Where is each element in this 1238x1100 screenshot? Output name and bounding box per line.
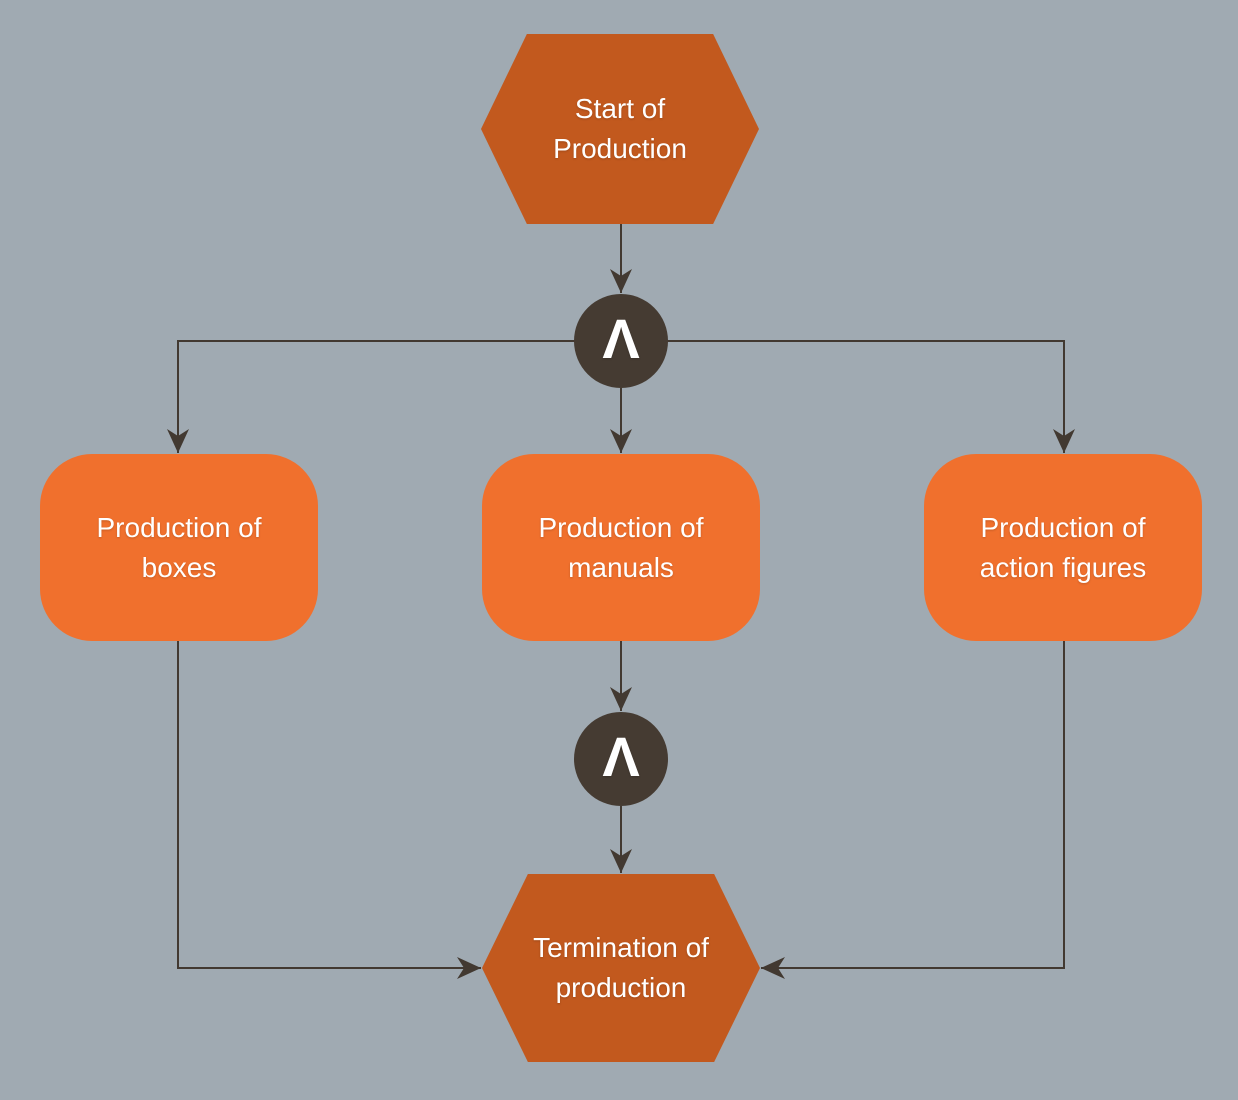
and-operator-symbol: Λ [602,725,640,788]
node-and-junction-top: Λ [574,294,668,388]
node-action-figures-label: Production of action figures [979,511,1147,583]
node-boxes-label: Production of boxes [96,511,262,583]
edge-action-figures-to-end [761,641,1065,979]
node-start-label: Start of Production [553,93,687,164]
node-end-label: Termination of production [533,932,709,1003]
node-manuals-label: Production of manuals [538,511,704,583]
edge-boxes-to-end [177,641,481,979]
node-production-of-boxes: Production of boxes [40,454,318,641]
and-operator-symbol: Λ [602,307,640,370]
node-start-of-production: Start of Production [481,34,759,224]
node-production-of-manuals: Production of manuals [482,454,760,641]
node-production-of-action-figures: Production of action figures [924,454,1202,641]
node-and-junction-bottom: Λ [574,712,668,806]
node-termination-of-production: Termination of production [482,874,760,1062]
